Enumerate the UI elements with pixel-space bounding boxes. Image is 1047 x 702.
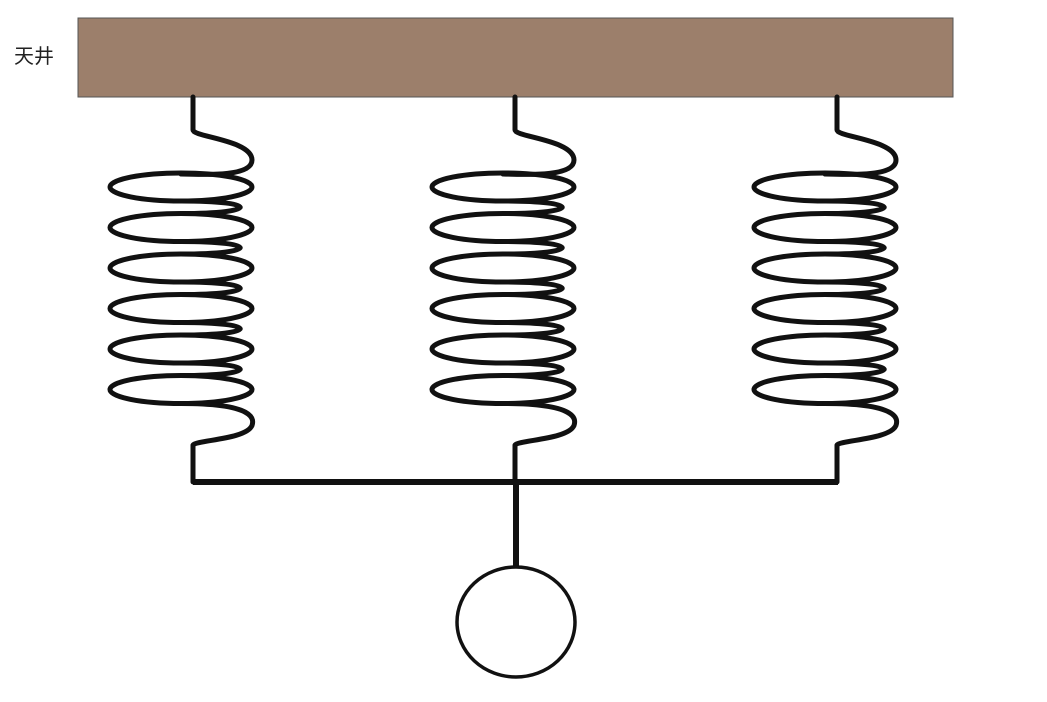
spring-top-hook [178,94,255,177]
spring-top-hook [822,94,899,177]
spring-coil [429,332,577,366]
middle-spring [429,94,578,485]
hanging-weight [455,565,577,679]
spring-coil [429,170,577,204]
ceiling-label: 天井 [14,44,54,68]
spring-coil [751,332,899,366]
spring-coil [429,251,577,285]
spring-coil [107,251,255,285]
left-spring [107,94,256,485]
spring-bottom-hook [822,401,900,485]
spring-coil [751,251,899,285]
spring-top-hook [500,94,577,177]
spring-coil [429,211,577,244]
spring-coil [429,292,577,325]
spring-coil [107,332,255,366]
spring-coil [751,373,899,406]
spring-coil [429,373,577,406]
spring-coil [751,292,899,325]
spring-coil [107,373,255,406]
spring-coil [107,211,255,244]
springs-group [107,94,900,485]
right-spring [751,94,900,485]
spring-coil [107,170,255,204]
spring-coil [751,170,899,204]
ceiling-block [77,17,954,98]
spring-bottom-hook [500,401,578,485]
spring-coil [107,292,255,325]
spring-bottom-hook [178,401,256,485]
spring-coil [751,211,899,244]
